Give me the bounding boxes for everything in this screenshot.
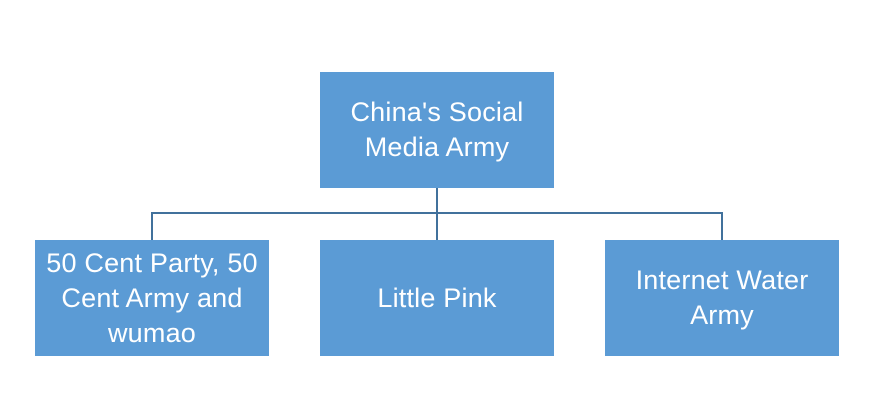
root-node: China's Social Media Army (320, 72, 554, 188)
root-stem-connector (436, 187, 438, 214)
child-node-internet-water-army: Internet Water Army (605, 240, 839, 356)
root-node-label: China's Social Media Army (350, 97, 524, 162)
child-drop-connector-1 (151, 212, 153, 240)
child-drop-connector-3 (721, 212, 723, 240)
child-node-little-pink: Little Pink (320, 240, 554, 356)
child-node-label: Little Pink (377, 282, 497, 313)
child-node-50-cent-party: 50 Cent Party, 50 Cent Army and wumao (35, 240, 269, 356)
child-node-label: Internet Water Army (635, 265, 809, 330)
child-drop-connector-2 (436, 212, 438, 240)
child-node-label: 50 Cent Party, 50 Cent Army and wumao (46, 247, 258, 348)
